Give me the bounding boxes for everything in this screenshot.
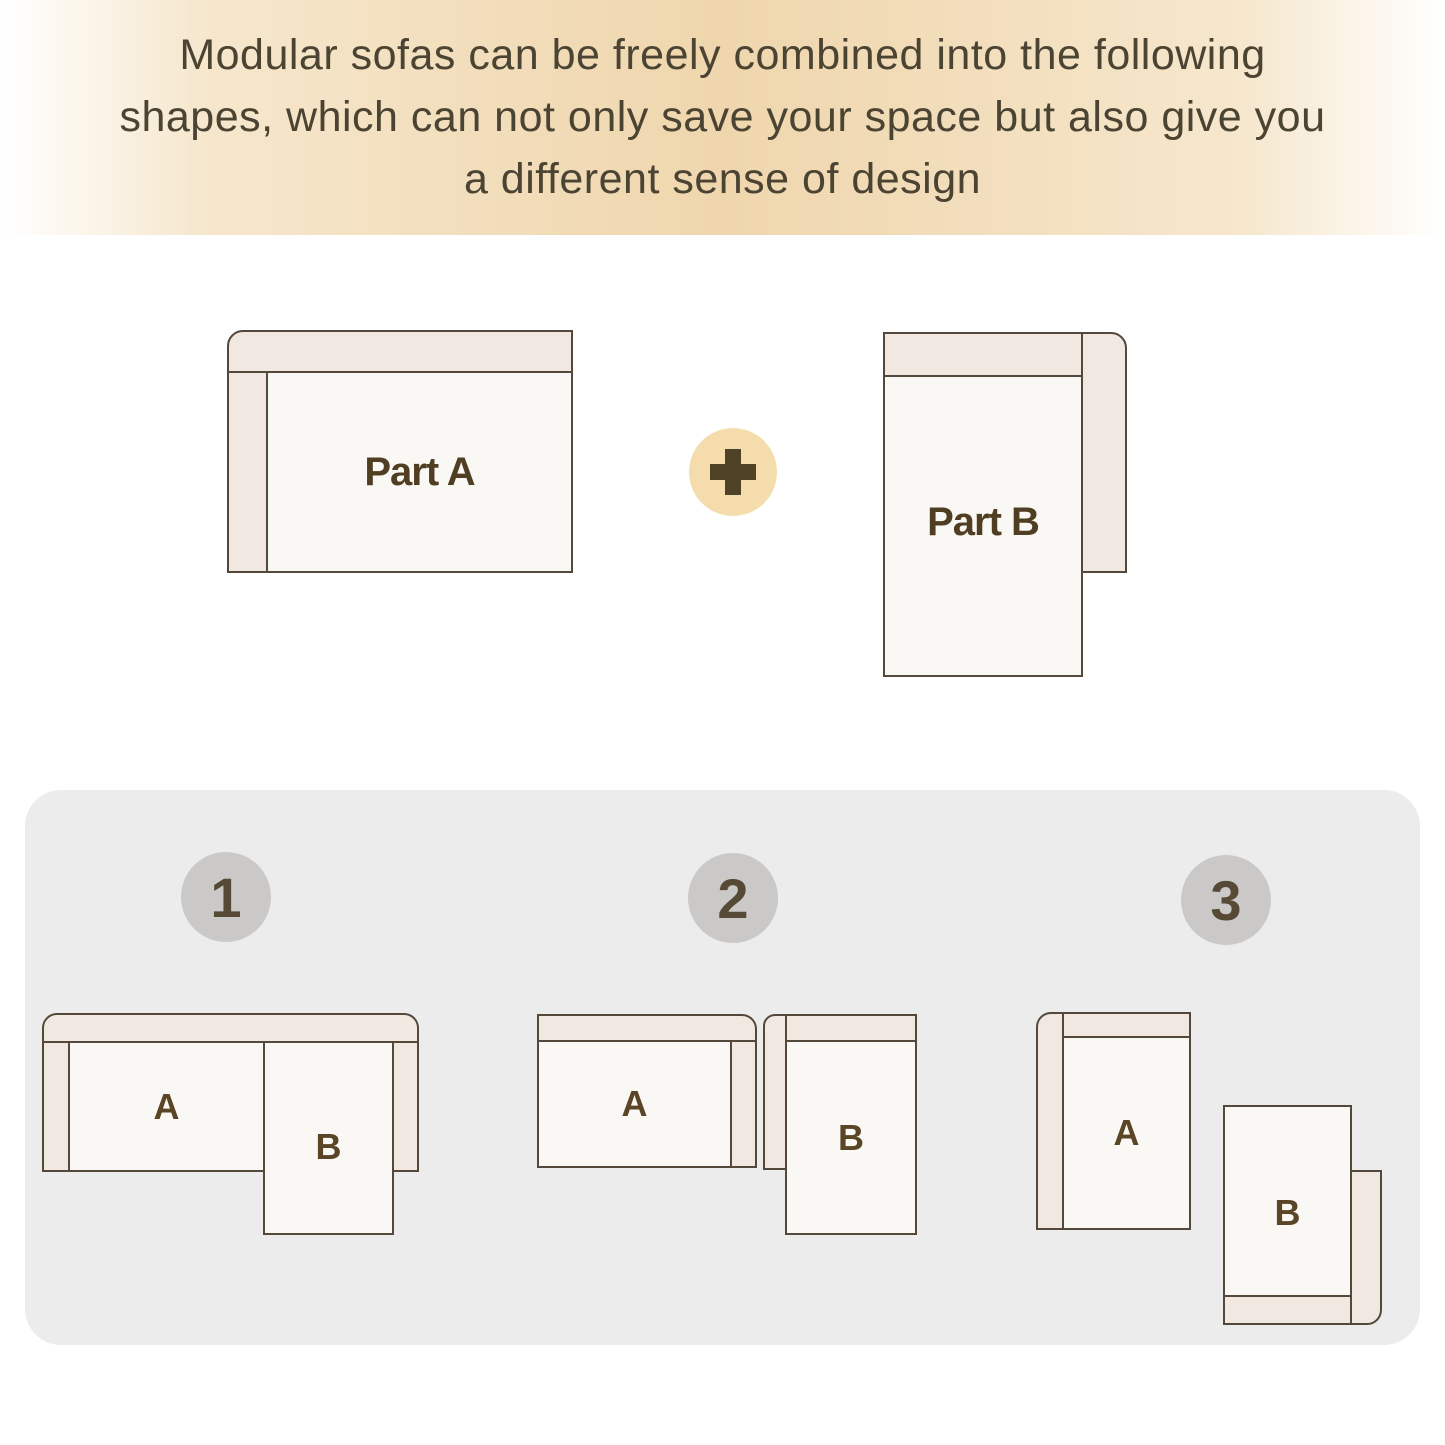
- combination-3-module-a-label: A: [1113, 1112, 1140, 1153]
- combination-1-backrest: [42, 1013, 419, 1043]
- header-title-line-1: Modular sofas can be freely combined int…: [179, 31, 1266, 79]
- combination-3-module-a-diagram: A: [1036, 1012, 1191, 1230]
- combination-3-module-a-armrest: [1062, 1012, 1191, 1038]
- combination-2-module-a-armrest: [730, 1040, 757, 1168]
- combination-2-module-a-label: A: [621, 1083, 648, 1124]
- combination-1-left-armrest: [42, 1041, 70, 1172]
- part-b-backrest: [883, 332, 1083, 377]
- part-a-seat: Part A: [266, 371, 573, 573]
- combination-1-module-b-label: B: [315, 1126, 342, 1167]
- combination-2-badge: 2: [688, 853, 778, 943]
- combination-3-module-a-seat: A: [1062, 1036, 1191, 1230]
- combination-2-number: 2: [717, 866, 749, 930]
- plus-icon-vertical-bar: [725, 449, 741, 495]
- part-a-armrest: [227, 371, 268, 573]
- header-banner: Modular sofas can be freely combined int…: [0, 0, 1445, 235]
- combination-3-module-b-label: B: [1274, 1192, 1301, 1233]
- part-a-label: Part A: [364, 449, 475, 494]
- header-title-line-3: a different sense of design: [463, 155, 982, 203]
- combination-2-module-b-label: B: [838, 1116, 864, 1158]
- combination-1-badge: 1: [181, 852, 271, 942]
- header-title-line-2: shapes, which can not only save your spa…: [119, 93, 1326, 141]
- combination-3-number: 3: [1210, 868, 1242, 932]
- combination-1-module-a-seat: A: [68, 1041, 265, 1172]
- combination-2-diagram: A B: [537, 1014, 917, 1235]
- part-b-seat: Part B: [883, 332, 1083, 677]
- combination-1-number: 1: [210, 865, 242, 929]
- plus-icon: [689, 428, 777, 516]
- part-a-backrest: [227, 330, 573, 373]
- combination-3-module-b-backrest: [1223, 1295, 1352, 1325]
- combination-3-module-b-armrest: [1350, 1170, 1382, 1325]
- combination-3-module-b-diagram: B: [1223, 1105, 1382, 1325]
- combination-3-module-b-seat: B: [1223, 1105, 1352, 1299]
- combination-2-module-a-backrest: [537, 1014, 757, 1042]
- combination-2-module-b-seat: B: [785, 1040, 917, 1235]
- combination-1-diagram: A B: [42, 1013, 419, 1235]
- combination-3-badge: 3: [1181, 855, 1271, 945]
- part-b-armrest: [1081, 332, 1127, 573]
- combination-2-module-a-seat: A: [537, 1040, 732, 1168]
- combination-2-module-b-backrest: [785, 1014, 917, 1042]
- combination-2-module-b-armrest: [763, 1014, 787, 1170]
- combination-1-right-armrest: [392, 1041, 419, 1172]
- combination-3-module-a-backrest: [1036, 1012, 1064, 1230]
- part-b-label: Part B: [927, 500, 1040, 544]
- part-b-diagram: Part B: [883, 332, 1127, 677]
- combination-1-module-b-seat: B: [263, 1041, 394, 1235]
- combination-1-module-a-label: A: [153, 1085, 180, 1127]
- part-a-diagram: Part A: [227, 330, 573, 573]
